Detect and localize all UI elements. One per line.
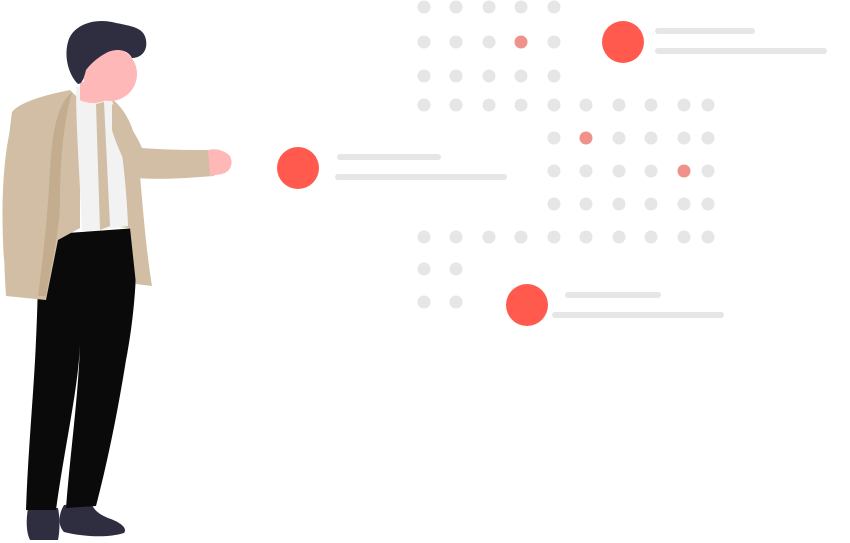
grid-dot [612,197,626,211]
list-item-text-line [335,174,507,180]
grid-dot [449,295,463,309]
presenter-figure [2,20,232,540]
trousers [26,228,137,510]
grid-dot [701,197,715,211]
grid-dot [514,98,528,112]
grid-dot [482,230,496,244]
grid-dot [677,230,691,244]
grid-dot [701,164,715,178]
grid-dot [612,164,626,178]
list-item-text-line [552,312,724,318]
left-shoe [26,508,60,540]
grid-dot [677,197,691,211]
grid-dot [547,0,561,14]
grid-dot [417,69,431,83]
grid-dot [514,0,528,14]
grid-dot [579,230,593,244]
list-item-marker [506,284,548,326]
left-sleeve [2,110,40,266]
list-item-title-line [565,292,661,298]
grid-dot [579,98,593,112]
grid-dot [449,0,463,14]
grid-dot [547,164,561,178]
list-item-title-line [337,154,441,160]
grid-dot [449,230,463,244]
grid-dot [547,98,561,112]
grid-dot [547,131,561,145]
grid-dot [514,69,528,83]
pointing-sleeve [112,104,214,179]
grid-dot [417,0,431,14]
grid-dot [612,131,626,145]
grid-dot [644,164,658,178]
list-item-title-line [655,28,755,34]
grid-dot [547,230,561,244]
pointing-hand [208,149,232,176]
grid-dot [547,35,561,49]
grid-dot [482,69,496,83]
dot-grid [417,0,715,309]
list-item [602,21,827,63]
grid-dot-accent [677,164,691,178]
hair [66,20,147,84]
grid-dot [482,0,496,14]
grid-dot [644,98,658,112]
grid-dot [514,230,528,244]
grid-dot [417,295,431,309]
grid-dot [449,98,463,112]
grid-dot [547,69,561,83]
grid-dot [644,131,658,145]
grid-dot [417,230,431,244]
jacket-lapel [38,92,72,296]
grid-dot [417,35,431,49]
right-shoe [59,503,126,537]
grid-dot [449,69,463,83]
grid-dot [644,197,658,211]
grid-dot [701,98,715,112]
list-item [277,147,507,189]
grid-dot [677,131,691,145]
face [83,47,137,101]
grid-dot [482,35,496,49]
grid-dot [677,98,691,112]
grid-dot [417,98,431,112]
grid-dot-accent [579,131,593,145]
grid-dot [482,98,496,112]
grid-dot [547,197,561,211]
grid-dot-accent [514,35,528,49]
list-item-marker [602,21,644,63]
grid-dot [579,197,593,211]
list-item [506,284,724,326]
list-item-text-line [655,48,827,54]
list-item-marker [277,147,319,189]
grid-dot [612,230,626,244]
grid-dot [612,98,626,112]
grid-dot [449,262,463,276]
grid-dot [417,262,431,276]
grid-dot [701,131,715,145]
tie [96,102,110,230]
grid-dot [449,35,463,49]
grid-dot [701,230,715,244]
grid-dot [644,230,658,244]
grid-dot [579,164,593,178]
